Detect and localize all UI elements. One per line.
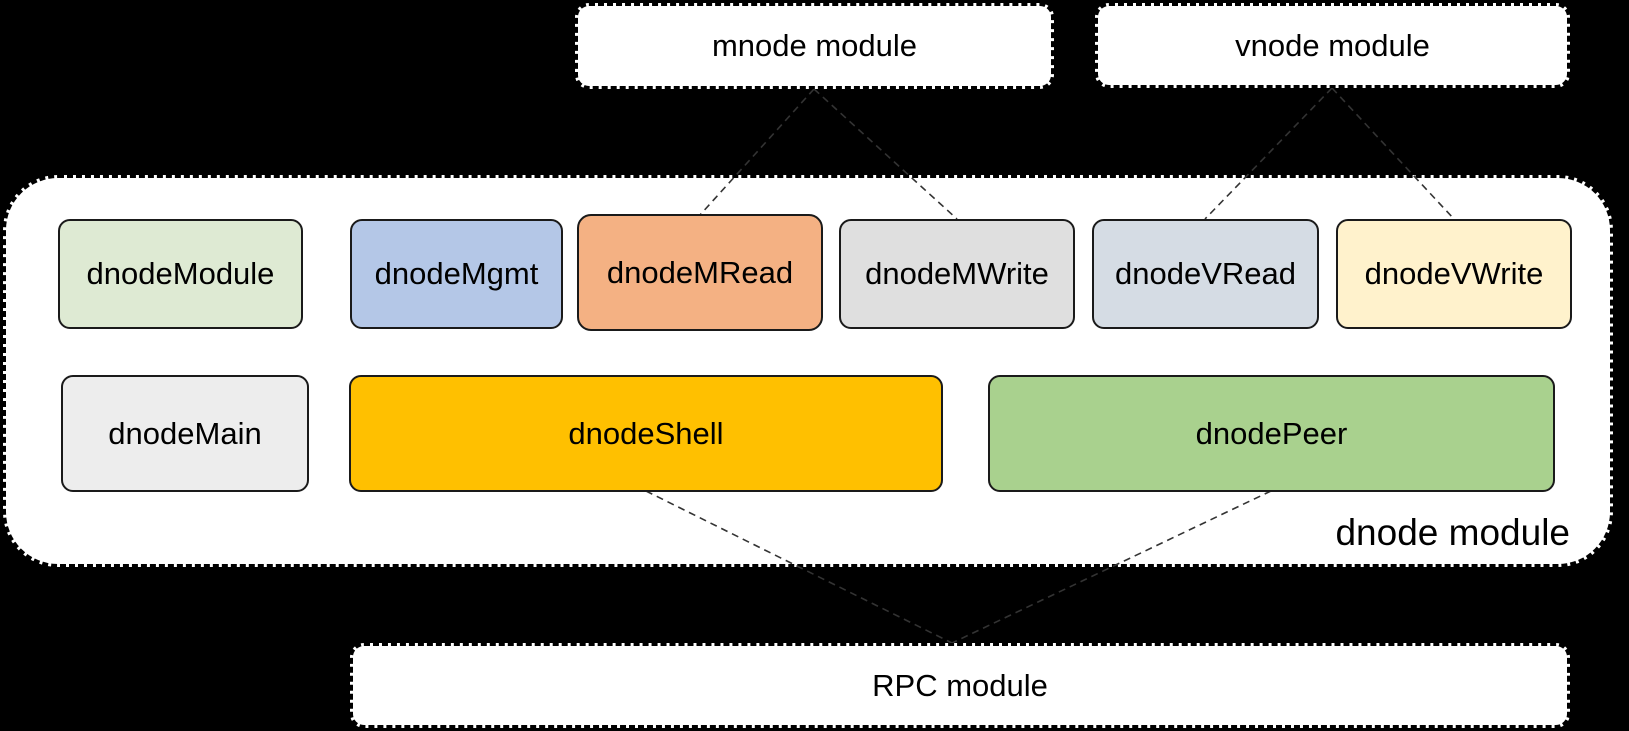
- connector-dnodeShell-rpc: [645, 490, 953, 644]
- mnode-module-label: mnode module: [711, 28, 918, 63]
- connector-dnodePeer-rpc: [951, 490, 1272, 644]
- dnodeMRead-box: dnodeMRead: [577, 214, 823, 331]
- dnodeModule-label: dnodeModule: [86, 256, 275, 291]
- mnode-module-box: mnode module: [575, 3, 1054, 89]
- dnodeMgmt-label: dnodeMgmt: [374, 256, 539, 291]
- connector-vnode-dnodeVWrite: [1331, 87, 1455, 220]
- rpc-module-label: RPC module: [872, 667, 1048, 703]
- dnodeModule-box: dnodeModule: [58, 219, 303, 329]
- dnodePeer-label: dnodePeer: [1195, 415, 1348, 451]
- dnodeVWrite-label: dnodeVWrite: [1364, 256, 1544, 291]
- dnodeMWrite-box: dnodeMWrite: [839, 219, 1075, 329]
- vnode-module-label: vnode module: [1235, 27, 1430, 63]
- dnodeMgmt-box: dnodeMgmt: [350, 219, 563, 329]
- dnodeMRead-label: dnodeMRead: [606, 254, 794, 290]
- dnodeVRead-box: dnodeVRead: [1092, 219, 1319, 329]
- connector-mnode-dnodeMRead: [699, 88, 815, 216]
- rpc-module-box: RPC module: [350, 643, 1570, 728]
- dnodeVRead-label: dnodeVRead: [1115, 256, 1296, 291]
- dnodeMain-box: dnodeMain: [61, 375, 309, 492]
- dnodeMain-label: dnodeMain: [108, 415, 262, 451]
- dnodeShell-box: dnodeShell: [349, 375, 943, 492]
- dnodeVWrite-box: dnodeVWrite: [1336, 219, 1572, 329]
- dnodePeer-box: dnodePeer: [988, 375, 1555, 492]
- dnodeMWrite-label: dnodeMWrite: [865, 256, 1049, 291]
- connector-vnode-dnodeVRead: [1204, 87, 1333, 220]
- dnodeShell-label: dnodeShell: [568, 415, 724, 451]
- vnode-module-box: vnode module: [1095, 3, 1570, 88]
- dnode-module-label: dnode module: [1335, 512, 1570, 553]
- connector-mnode-dnodeMWrite: [813, 88, 958, 220]
